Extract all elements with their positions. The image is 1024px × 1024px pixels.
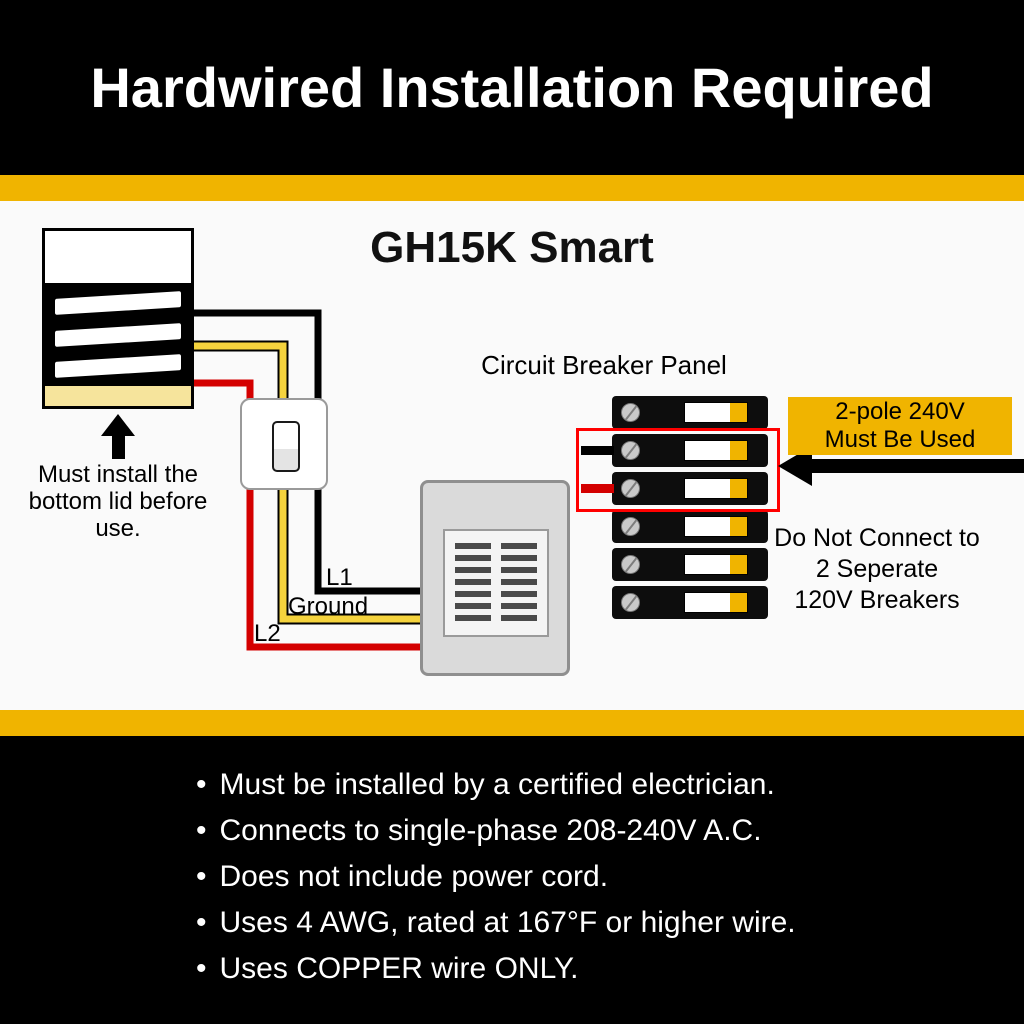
page-title: Hardwired Installation Required xyxy=(90,56,934,119)
heater-vents xyxy=(45,286,191,383)
note-item: Uses COPPER wire ONLY. xyxy=(196,954,1024,984)
note-item: Must be installed by a certified electri… xyxy=(196,770,1024,800)
breaker-toggle xyxy=(684,554,748,575)
warning-line-2: 2 Seperate xyxy=(815,555,939,583)
wire-l2-red xyxy=(193,379,430,651)
breaker-toggle xyxy=(684,516,748,537)
heater-vent-slat xyxy=(55,291,181,315)
terminal-column xyxy=(501,543,537,623)
stub-wire-black xyxy=(581,446,614,455)
control-box xyxy=(420,480,570,676)
stub-wire-red xyxy=(581,484,614,493)
breaker-toggle-yellow xyxy=(730,517,747,536)
breaker-row xyxy=(612,510,768,543)
breaker-row xyxy=(612,434,768,467)
warning-text: Do Not Connect to 2 Seperate 120V Breake… xyxy=(757,523,997,616)
breaker-toggle-yellow xyxy=(730,403,747,422)
heater-caption: Must install the bottom lid before use. xyxy=(28,461,208,542)
callout-line-2: Must Be Used xyxy=(824,426,976,453)
breaker-toggle xyxy=(684,440,748,461)
breaker-screw xyxy=(621,403,640,422)
breaker-screw xyxy=(621,593,640,612)
label-l1: L1 xyxy=(326,564,353,591)
breaker-toggle xyxy=(684,592,748,613)
left-arrow-shaft xyxy=(810,459,1024,473)
warning-line-1: Do Not Connect to xyxy=(774,524,980,552)
warning-line-3: 120V Breakers xyxy=(794,586,960,614)
heater-vent-slat xyxy=(55,354,181,378)
breaker-panel-label: Circuit Breaker Panel xyxy=(481,350,727,380)
breaker-row xyxy=(612,586,768,619)
breaker-row xyxy=(612,396,768,429)
product-title: GH15K Smart xyxy=(370,223,654,272)
breaker-toggle-yellow xyxy=(730,555,747,574)
breaker-toggle-yellow xyxy=(730,593,747,612)
up-arrow xyxy=(101,414,135,459)
breaker-screw xyxy=(621,517,640,536)
breaker-screw xyxy=(621,441,640,460)
breaker-row xyxy=(612,548,768,581)
heater-bottom-lid xyxy=(45,383,191,406)
breaker-toggle xyxy=(684,478,748,499)
heater-vent-slat xyxy=(55,322,181,347)
two-pole-highlight-box xyxy=(576,428,780,512)
callout-line-1: 2-pole 240V xyxy=(835,398,965,425)
breaker-toggle xyxy=(684,402,748,423)
heater-unit xyxy=(42,228,194,409)
header-banner: Hardwired Installation Required xyxy=(0,0,1024,175)
breaker-row xyxy=(612,472,768,505)
heater-lid xyxy=(45,231,191,286)
label-ground: Ground xyxy=(288,593,369,620)
up-arrow-head xyxy=(101,414,135,436)
note-item: Connects to single-phase 208-240V A.C. xyxy=(196,816,1024,846)
breaker-toggle-yellow xyxy=(730,479,747,498)
breaker-screw xyxy=(621,479,640,498)
breaker-toggle-yellow xyxy=(730,441,747,460)
rocker-toggle xyxy=(272,421,300,472)
up-arrow-stem xyxy=(111,436,125,459)
breaker-screw xyxy=(621,555,640,574)
note-item: Does not include power cord. xyxy=(196,862,1024,892)
label-l2: L2 xyxy=(254,620,281,647)
control-box-terminals xyxy=(443,529,549,637)
yellow-divider-top xyxy=(0,175,1024,201)
yellow-divider-bottom xyxy=(0,710,1024,736)
wiring-diagram: GH15K Smart Must install the bottom lid … xyxy=(0,201,1024,710)
terminal-column xyxy=(455,543,491,623)
installation-notes: Must be installed by a certified electri… xyxy=(0,736,1024,984)
two-pole-callout: 2-pole 240V Must Be Used xyxy=(788,397,1012,455)
footer-banner: Must be installed by a certified electri… xyxy=(0,736,1024,1024)
note-item: Uses 4 AWG, rated at 167°F or higher wir… xyxy=(196,908,1024,938)
power-switch xyxy=(240,398,328,490)
